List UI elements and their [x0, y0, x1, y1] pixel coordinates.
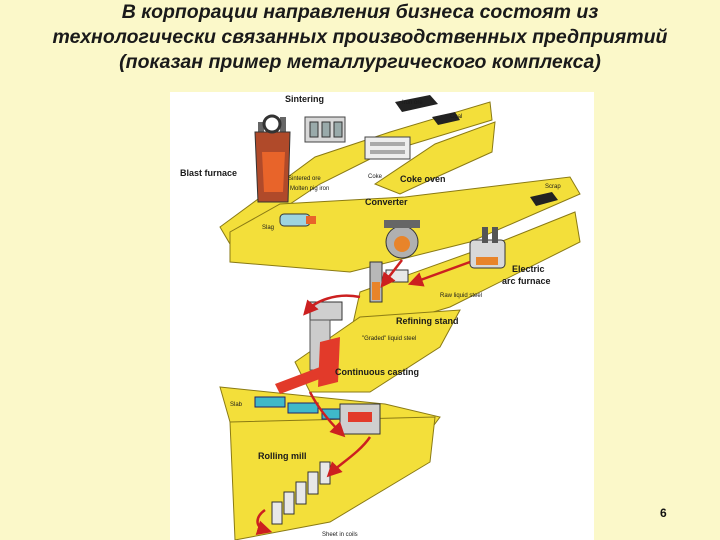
label-coke-oven: Coke oven [400, 174, 446, 184]
label-sheet-in-coils: Sheet in coils [322, 532, 358, 538]
title-line-3: (показан пример металлургического компле… [0, 50, 720, 75]
label-coke: Coke [368, 174, 383, 180]
label-graded-liquid-steel: "Graded" liquid steel [362, 336, 416, 342]
label-coal: Coal [450, 114, 462, 120]
title-line-2: технологически связанных производственны… [0, 25, 720, 50]
converter-unit [384, 220, 420, 258]
slide-title: В корпорации направления бизнеса состоят… [0, 0, 720, 75]
label-sintered-ore: Sintered ore [288, 176, 321, 182]
coke-oven-unit [365, 137, 410, 159]
title-line-1: В корпорации направления бизнеса состоят… [0, 0, 720, 25]
label-electric-arc-1: Electric [512, 264, 545, 274]
steel-plant-diagram: Sintering Iron ore Coal Coke Coke oven B… [170, 92, 594, 540]
continuous-casting-unit [275, 302, 342, 394]
label-slag-top: Slag [262, 225, 274, 231]
label-sintering: Sintering [285, 94, 324, 104]
blast-furnace-unit [255, 116, 290, 202]
label-iron-ore: Iron ore [402, 100, 423, 106]
label-rolling-mill: Rolling mill [258, 451, 307, 461]
label-molten-pig-iron: Molten pig iron [290, 186, 329, 192]
label-slab: Slab [230, 402, 243, 408]
rolling-mill-unit [340, 404, 380, 434]
page-number: 6 [660, 506, 680, 520]
label-continuous-casting: Continuous casting [335, 367, 419, 377]
label-blast-furnace: Blast furnace [180, 168, 237, 178]
label-converter: Converter [365, 197, 408, 207]
label-refining-stand: Refining stand [396, 316, 459, 326]
board-coils [230, 417, 435, 540]
label-scrap: Scrap [545, 184, 561, 190]
sintering-plant [305, 117, 345, 142]
label-electric-arc-2: arc furnace [502, 276, 551, 286]
label-raw-liquid-steel: Raw liquid steel [440, 293, 482, 299]
